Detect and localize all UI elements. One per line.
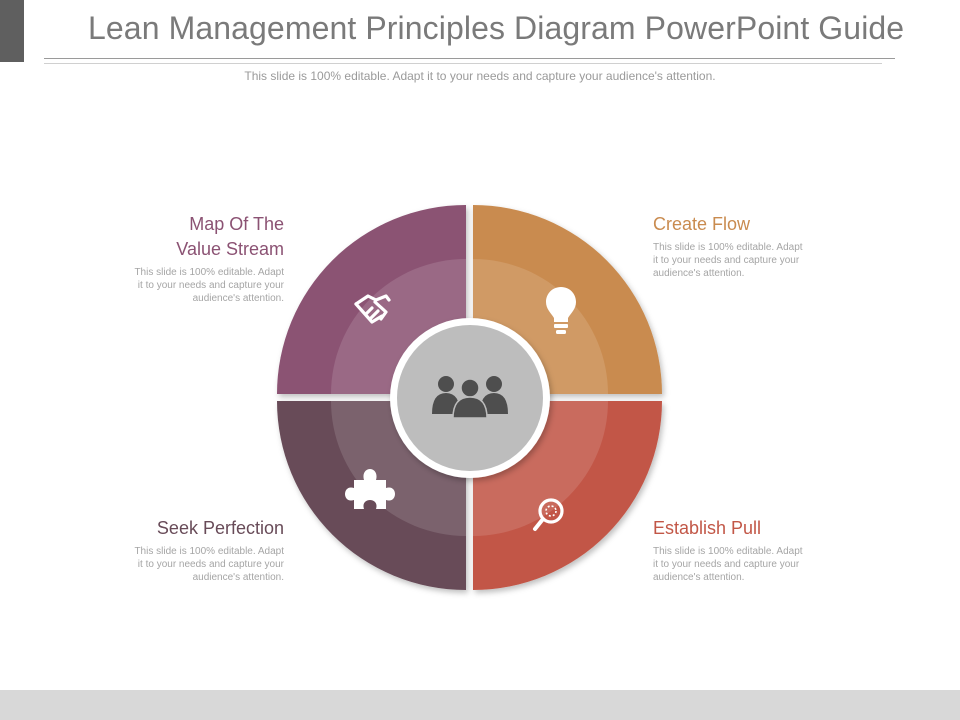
label-map-value-stream: Map Of The Value Stream This slide is 10… xyxy=(99,212,284,305)
title-divider-secondary xyxy=(44,63,882,64)
heading-map-value-stream: Map Of The Value Stream xyxy=(99,212,284,262)
heading-line-1: Establish Pull xyxy=(653,518,762,538)
description-seek-perfection: This slide is 100% editable. Adapt it to… xyxy=(99,545,284,584)
slide-title: Lean Management Principles Diagram Power… xyxy=(88,10,905,46)
body-line-2: it to your needs and capture your xyxy=(653,255,800,266)
footer-bar xyxy=(0,690,960,720)
body-line-1: This slide is 100% editable. Adapt xyxy=(653,546,803,557)
heading-establish-pull: Establish Pull xyxy=(653,516,838,541)
corner-accent xyxy=(0,0,24,62)
heading-line-1: Seek Perfection xyxy=(156,518,284,538)
label-create-flow: Create Flow This slide is 100% editable.… xyxy=(653,212,838,280)
puzzle-piece-icon xyxy=(345,469,395,509)
label-establish-pull: Establish Pull This slide is 100% editab… xyxy=(653,516,838,584)
heading-line-1: Map Of The xyxy=(189,214,284,234)
team-icon xyxy=(432,376,508,419)
heading-line-2: Value Stream xyxy=(176,239,284,259)
body-line-2: it to your needs and capture your xyxy=(653,559,800,570)
body-line-3: audience's attention. xyxy=(653,572,745,583)
description-establish-pull: This slide is 100% editable. Adapt it to… xyxy=(653,545,838,584)
handshake-icon xyxy=(354,294,391,324)
description-create-flow: This slide is 100% editable. Adapt it to… xyxy=(653,241,838,280)
slide-subtitle: This slide is 100% editable. Adapt it to… xyxy=(244,69,716,83)
lightbulb-icon xyxy=(546,287,576,334)
body-line-2: it to your needs and capture your xyxy=(137,280,284,291)
heading-seek-perfection: Seek Perfection xyxy=(99,516,284,541)
body-line-3: audience's attention. xyxy=(192,572,284,583)
body-line-3: audience's attention. xyxy=(192,293,284,304)
body-line-3: audience's attention. xyxy=(653,268,745,279)
description-map-value-stream: This slide is 100% editable. Adapt it to… xyxy=(99,266,284,305)
heading-create-flow: Create Flow xyxy=(653,212,838,237)
body-line-1: This slide is 100% editable. Adapt xyxy=(134,546,284,557)
body-line-1: This slide is 100% editable. Adapt xyxy=(134,267,284,278)
heading-line-1: Create Flow xyxy=(653,214,751,234)
title-divider xyxy=(44,58,895,59)
body-line-2: it to your needs and capture your xyxy=(137,559,284,570)
body-line-1: This slide is 100% editable. Adapt xyxy=(653,242,803,253)
label-seek-perfection: Seek Perfection This slide is 100% edita… xyxy=(99,516,284,584)
magnifier-icon xyxy=(533,498,564,531)
